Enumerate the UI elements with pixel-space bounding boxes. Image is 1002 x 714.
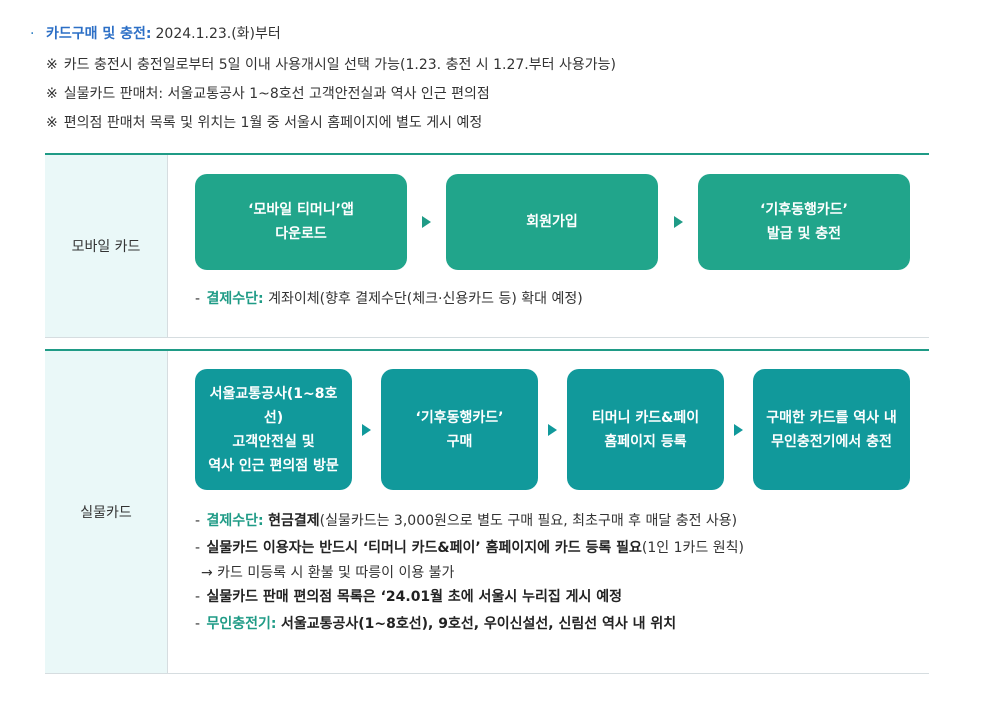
kiosk-key: 무인충전기:: [206, 616, 277, 632]
intro-head-date: 2024.1.23.(화)부터: [155, 26, 281, 42]
intro-notes: · 카드구매 및 충전: 2024.1.23.(화)부터 ※ 카드 충전시 충전…: [30, 22, 950, 138]
payment-key: 결제수단:: [206, 291, 264, 307]
desc-store-list: - 실물카드 판매 편의점 목록은 ‘24.01월 초에 서울시 누리집 게시 …: [195, 584, 744, 611]
dash-mark: -: [195, 616, 201, 632]
dash-mark: -: [195, 540, 201, 556]
step-text: 티머니 카드&페이: [591, 409, 700, 426]
step-text: 고객안전실 및: [232, 433, 315, 450]
step-text: 구매한 카드를 역사 내: [766, 409, 897, 426]
payment-text: (실물카드는 3,000원으로 별도 구매 필요, 최초구매 후 매달 충전 사…: [319, 513, 738, 529]
step-text: 다운로드: [275, 226, 327, 242]
payment-text: 계좌이체(향후 결제수단(체크·신용카드 등) 확대 예정): [268, 291, 583, 307]
step-sign-up: 회원가입: [446, 174, 658, 270]
intro-note: ※ 카드 충전시 충전일로부터 5일 이내 사용개시일 선택 가능(1.23. …: [30, 51, 950, 80]
step-issue-charge: ‘기후동행카드’ 발급 및 충전: [698, 174, 910, 270]
desc-registration: - 실물카드 이용자는 반드시 ‘티머니 카드&페이’ 홈페이지에 카드 등록 …: [195, 535, 744, 562]
intro-note-text: 실물카드 판매처: 서울교통공사 1~8호선 고객안전실과 역사 인근 편의점: [63, 86, 490, 102]
intro-headline: · 카드구매 및 충전: 2024.1.23.(화)부터: [30, 22, 950, 46]
step-buy-card: ‘기후동행카드’ 구매: [381, 369, 538, 490]
registration-bold: 실물카드 이용자는 반드시 ‘티머니 카드&페이’ 홈페이지에 카드 등록 필요: [206, 540, 642, 556]
dash-mark: -: [195, 513, 201, 529]
physical-card-label: 실물카드: [45, 351, 168, 673]
arrow-right-icon: [362, 424, 371, 436]
bullet-dot: ·: [30, 26, 35, 42]
step-text: 무인충전기에서 충전: [771, 433, 892, 450]
arrow-right-icon: [548, 424, 557, 436]
reference-mark-icon: ※: [46, 86, 58, 102]
reference-mark-icon: ※: [46, 57, 58, 73]
step-text: 서울교통공사(1~8호선): [209, 385, 338, 426]
registration-sub-text: → 카드 미등록 시 환불 및 따릉이 이용 불가: [201, 565, 455, 581]
desc-kiosk: - 무인충전기: 서울교통공사(1~8호선), 9호선, 우이신설선, 신림선 …: [195, 611, 744, 638]
step-text: 구매: [446, 433, 473, 450]
desc-registration-sub: → 카드 미등록 시 환불 및 따릉이 이용 불가: [195, 562, 744, 584]
physical-card-desc: - 결제수단: 현금결제(실물카드는 3,000원으로 별도 구매 필요, 최초…: [195, 508, 744, 638]
step-text: 홈페이지 등록: [604, 433, 687, 450]
dash-mark: -: [195, 291, 201, 307]
desc-payment: - 결제수단: 현금결제(실물카드는 3,000원으로 별도 구매 필요, 최초…: [195, 508, 744, 535]
intro-note: ※ 실물카드 판매처: 서울교통공사 1~8호선 고객안전실과 역사 인근 편의…: [30, 80, 950, 109]
payment-key: 결제수단:: [206, 513, 264, 529]
dash-mark: -: [195, 589, 201, 605]
arrow-right-icon: [734, 424, 743, 436]
kiosk-bold: 서울교통공사(1~8호선), 9호선, 우이신설선, 신림선 역사 내 위치: [280, 616, 677, 632]
step-text: ‘기후동행카드’: [415, 409, 504, 426]
mobile-card-body: ‘모바일 티머니’앱 다운로드 회원가입 ‘기후동행카드’ 발급 및 충전 - …: [168, 155, 929, 337]
physical-card-section: 실물카드 서울교통공사(1~8호선) 고객안전실 및 역사 인근 편의점 방문 …: [45, 349, 929, 674]
arrow-right-icon: [674, 216, 683, 228]
store-list-bold: 실물카드 판매 편의점 목록은 ‘24.01월 초에 서울시 누리집 게시 예정: [206, 589, 622, 605]
physical-card-body: 서울교통공사(1~8호선) 고객안전실 및 역사 인근 편의점 방문 ‘기후동행…: [168, 351, 929, 673]
step-text: 회원가입: [526, 214, 578, 230]
registration-text: (1인 1카드 원칙): [641, 540, 744, 556]
reference-mark-icon: ※: [46, 115, 58, 131]
intro-head-label: 카드구매 및 충전:: [46, 26, 152, 42]
step-register-homepage: 티머니 카드&페이 홈페이지 등록: [567, 369, 724, 490]
intro-note-text: 편의점 판매처 목록 및 위치는 1월 중 서울시 홈페이지에 별도 게시 예정: [63, 115, 483, 131]
step-text: 역사 인근 편의점 방문: [208, 457, 339, 474]
mobile-payment-desc: - 결제수단: 계좌이체(향후 결제수단(체크·신용카드 등) 확대 예정): [195, 286, 583, 313]
step-text: ‘기후동행카드’: [760, 202, 848, 218]
mobile-card-label: 모바일 카드: [45, 155, 168, 337]
mobile-card-section: 모바일 카드 ‘모바일 티머니’앱 다운로드 회원가입 ‘기후동행카드’ 발급 …: [45, 153, 929, 338]
intro-note-text: 카드 충전시 충전일로부터 5일 이내 사용개시일 선택 가능(1.23. 충전…: [63, 57, 616, 73]
step-download-app: ‘모바일 티머니’앱 다운로드: [195, 174, 407, 270]
step-visit-station: 서울교통공사(1~8호선) 고객안전실 및 역사 인근 편의점 방문: [195, 369, 352, 490]
step-text: 발급 및 충전: [766, 226, 842, 242]
payment-bold: 현금결제: [268, 513, 320, 529]
arrow-right-icon: [422, 216, 431, 228]
step-charge-kiosk: 구매한 카드를 역사 내 무인충전기에서 충전: [753, 369, 910, 490]
step-text: ‘모바일 티머니’앱: [248, 202, 354, 218]
intro-note: ※ 편의점 판매처 목록 및 위치는 1월 중 서울시 홈페이지에 별도 게시 …: [30, 109, 950, 138]
